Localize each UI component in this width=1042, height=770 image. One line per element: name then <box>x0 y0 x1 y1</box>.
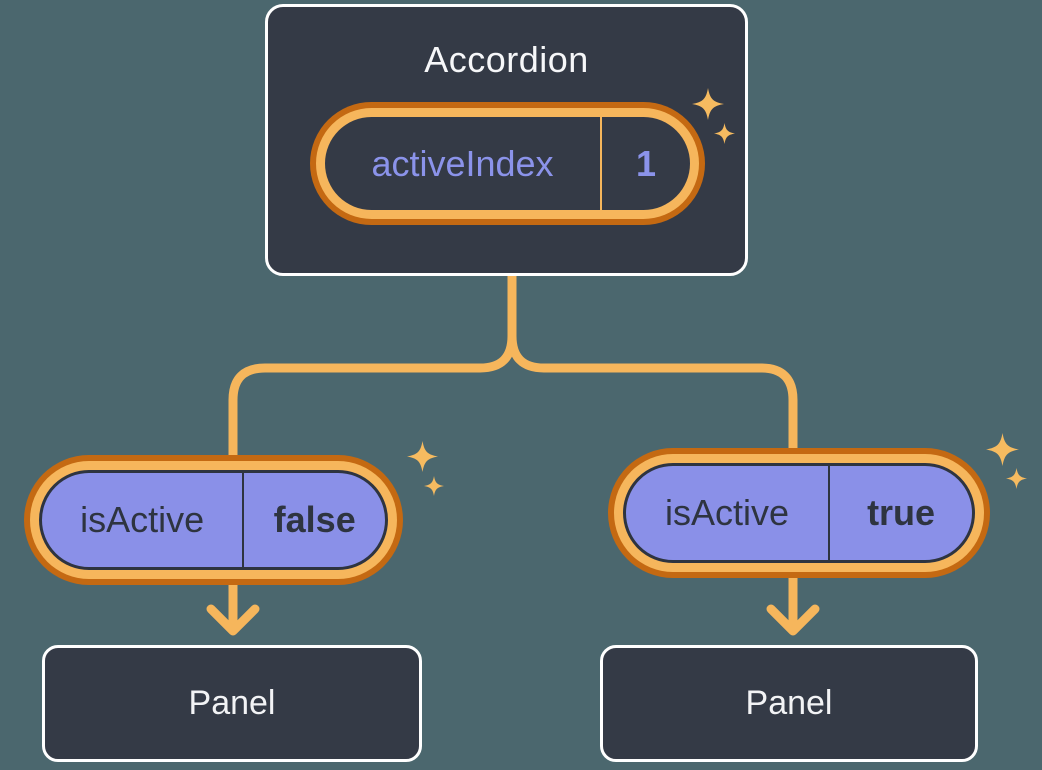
panel-left-title: Panel <box>188 684 276 722</box>
sparkle-icon <box>1006 468 1027 489</box>
panel-right-title: Panel <box>745 684 833 722</box>
prop-pill-right: isActive true <box>608 448 990 578</box>
prop-pill-left-body: isActive false <box>39 470 388 570</box>
state-pill: activeIndex 1 <box>310 102 705 225</box>
accordion-title: Accordion <box>424 39 589 80</box>
state-pill-divider <box>600 117 602 210</box>
state-pill-body: activeIndex 1 <box>325 117 690 210</box>
sparkle-icon <box>407 441 438 472</box>
arrowhead-left <box>206 604 260 636</box>
prop-pill-left: isActive false <box>24 455 403 585</box>
prop-pill-right-ring: isActive true <box>614 454 984 572</box>
prop-pill-left-value: false <box>273 499 356 540</box>
arrowhead-right <box>766 604 820 636</box>
prop-pill-left-divider <box>242 473 245 567</box>
sparkle-icon <box>692 88 724 120</box>
sparkle-icon <box>424 476 444 496</box>
sparkle-icon <box>714 123 735 144</box>
prop-pill-right-body: isActive true <box>623 463 975 563</box>
state-pill-label: activeIndex <box>371 142 554 184</box>
prop-pill-right-label: isActive <box>665 492 790 533</box>
connector-right-branch <box>507 268 798 633</box>
panel-card-right: Panel <box>600 645 978 762</box>
prop-pill-right-value: true <box>867 492 936 533</box>
state-pill-value: 1 <box>635 142 657 184</box>
panel-card-left: Panel <box>42 645 422 762</box>
sparkle-icon <box>986 433 1019 466</box>
prop-pill-right-divider <box>828 466 831 560</box>
prop-pill-left-label: isActive <box>80 499 205 540</box>
state-pill-ring: activeIndex 1 <box>316 108 699 219</box>
prop-pill-left-ring: isActive false <box>30 461 397 579</box>
